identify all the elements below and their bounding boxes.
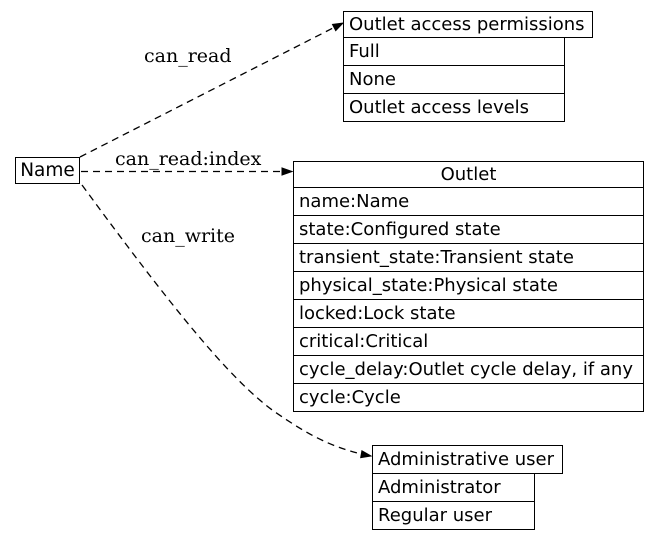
name-node-label: Name: [20, 160, 75, 181]
can-write-edge: [81, 184, 362, 455]
table-header: Outlet access permissions: [343, 11, 593, 38]
table-row: cycle:Cycle: [293, 383, 644, 412]
table-row: critical:Critical: [293, 327, 644, 356]
edge-label-can-read-index: can_read:index: [115, 148, 262, 170]
table-row: name:Name: [293, 187, 644, 216]
table-row: Outlet access levels: [343, 93, 565, 122]
table-row: Full: [343, 37, 565, 66]
table-row: Administrator: [372, 473, 535, 502]
table-row: locked:Lock state: [293, 299, 644, 328]
outlet-table: Outlet name:Name state:Configured state …: [293, 161, 644, 412]
can-read-index-arrowhead: [281, 167, 294, 176]
table-row: None: [343, 65, 565, 94]
table-row: cycle_delay:Outlet cycle delay, if any: [293, 355, 644, 384]
admin-user-table: Administrative user Administrator Regula…: [372, 445, 563, 530]
outlet-permissions-table: Outlet access permissions Full None Outl…: [343, 11, 593, 122]
edge-label-can-read: can_read: [144, 45, 232, 67]
table-row: transient_state:Transient state: [293, 243, 644, 272]
table-header: Administrative user: [372, 445, 563, 474]
can-read-arrowhead: [331, 22, 345, 32]
table-header: Outlet: [293, 161, 644, 188]
table-row: Regular user: [372, 501, 535, 530]
table-row: physical_state:Physical state: [293, 271, 644, 300]
edge-label-can-write: can_write: [141, 225, 236, 247]
table-row: state:Configured state: [293, 215, 644, 244]
can-write-arrowhead: [360, 450, 373, 459]
name-node: Name: [15, 157, 80, 184]
